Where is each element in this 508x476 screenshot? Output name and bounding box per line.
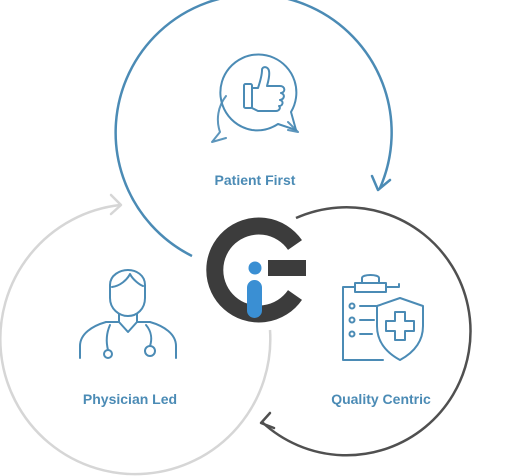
patient-cycle-arc <box>114 0 393 258</box>
patient-arrowhead <box>370 174 392 192</box>
patient-first-label: Patient First <box>214 172 296 188</box>
physician-cycle-arc <box>0 203 272 476</box>
quality-arrowhead <box>259 411 276 430</box>
quality-centric-label: Quality Centric <box>331 391 431 407</box>
physician-led-label: Physician Led <box>82 391 178 407</box>
physician-arrowhead <box>109 193 123 216</box>
quality-cycle-arc <box>261 206 472 457</box>
gi-logo <box>206 217 306 323</box>
doctor-stethoscope-icon <box>79 269 177 359</box>
logo-i-dot <box>248 261 262 275</box>
clipboard-shield-cross-icon <box>342 274 424 361</box>
thumbs-up-speech-bubble-icon <box>211 53 299 143</box>
logo-g-ring <box>206 217 302 323</box>
logo-i-stem <box>247 280 262 318</box>
